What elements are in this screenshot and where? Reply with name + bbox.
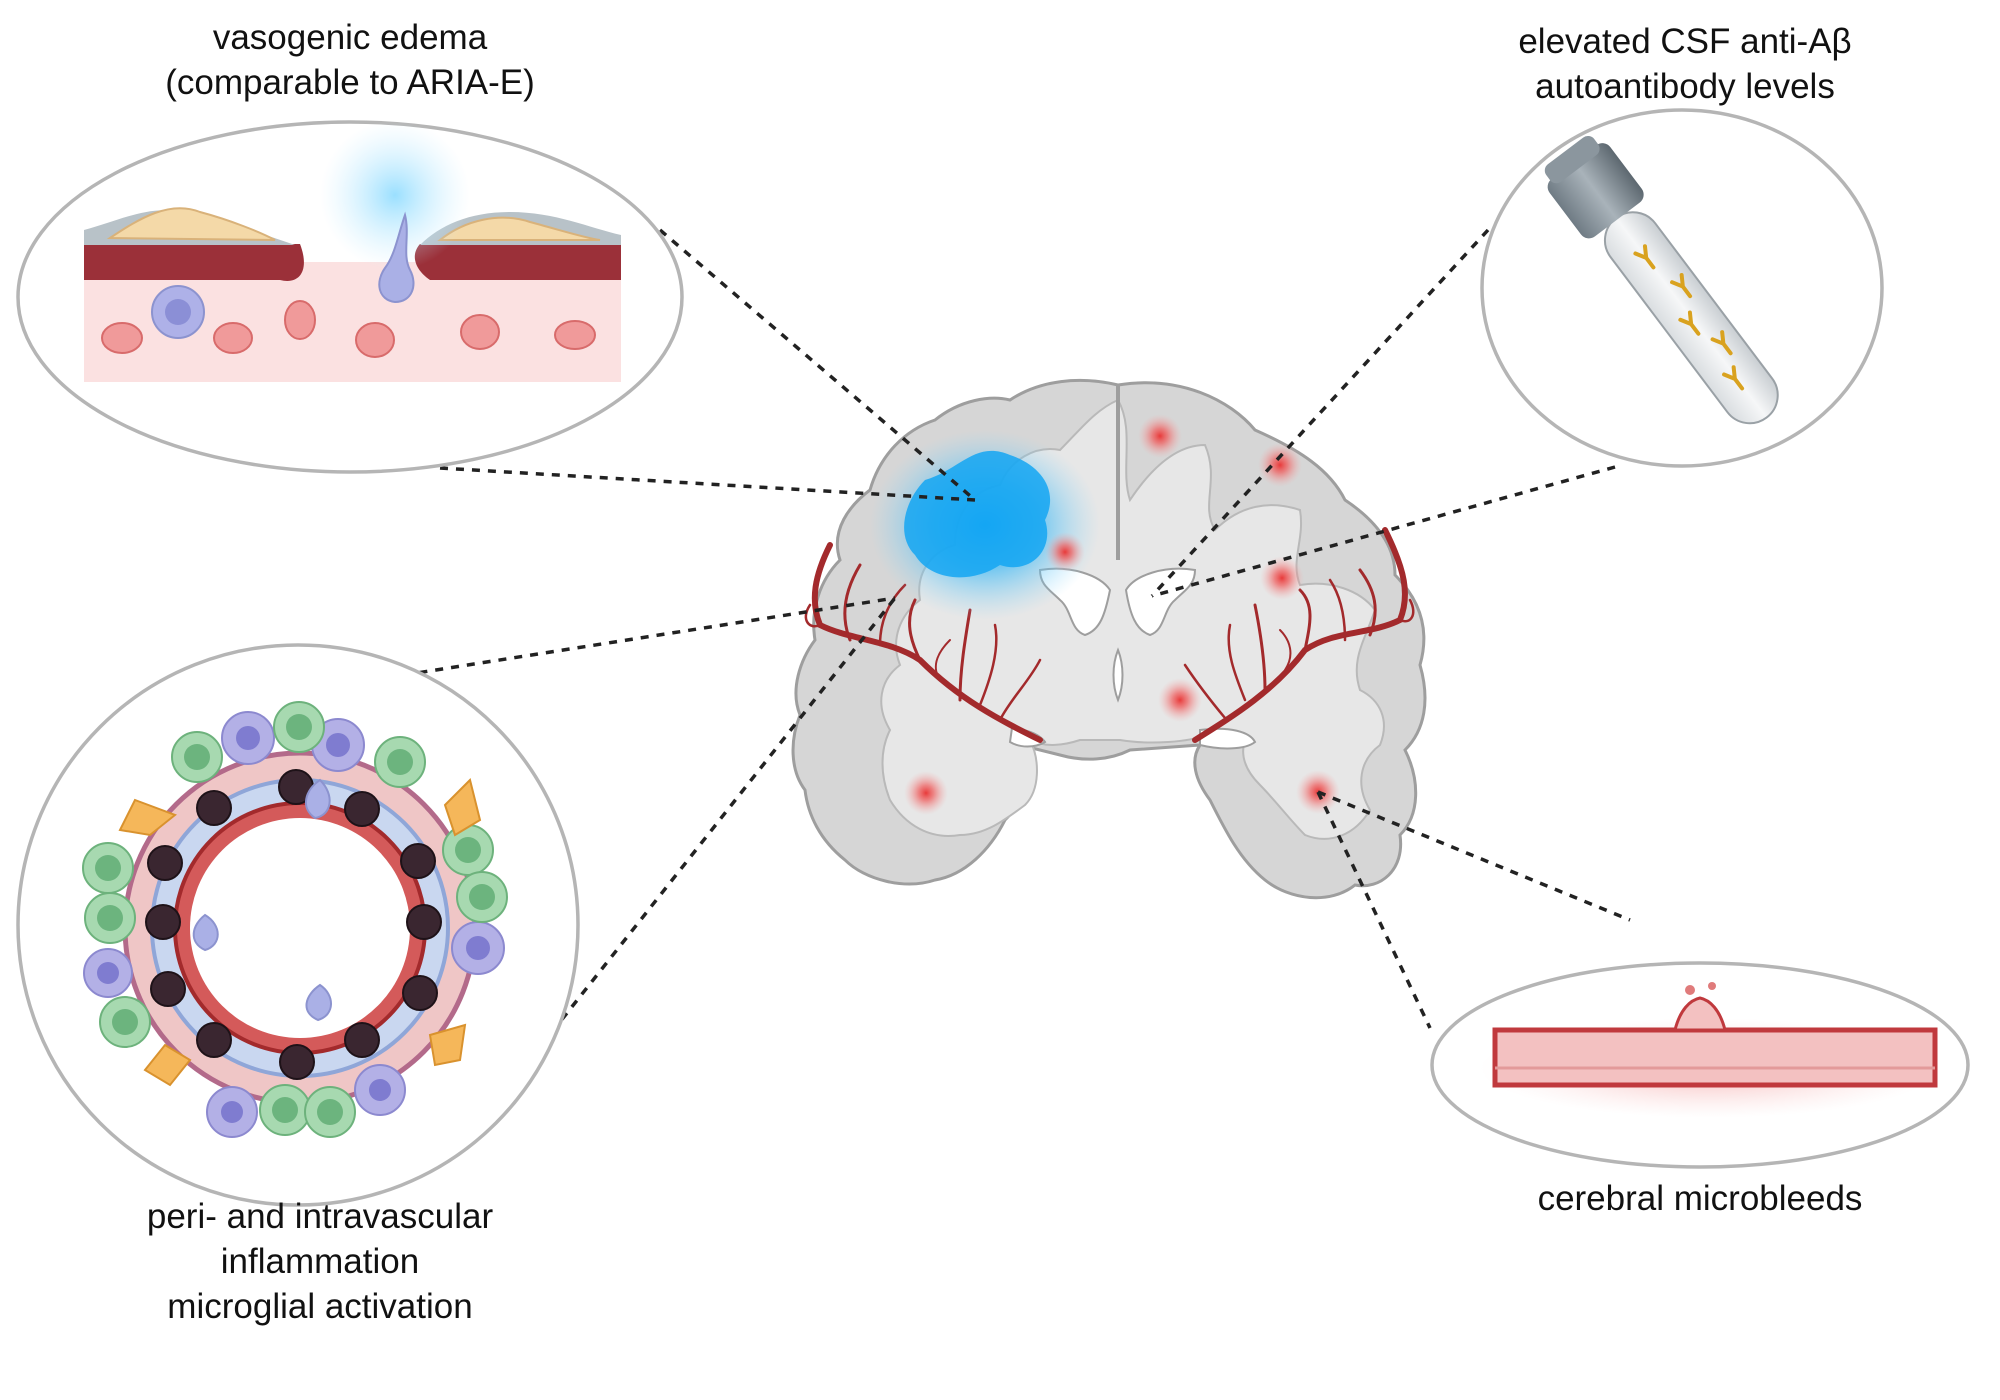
antibody-icon (1670, 272, 1693, 299)
label-line: microglial activation (167, 1286, 473, 1326)
leukocyte-nucleus (165, 299, 191, 325)
sylvian-fissure-right (1199, 727, 1257, 750)
label-cerebral-microbleeds: cerebral microbleeds (1450, 1177, 1950, 1222)
fluid-leak-droplet (305, 983, 332, 1022)
fluid-glow (320, 120, 470, 270)
label-line: elevated CSF anti-Aβ (1518, 22, 1852, 61)
lateral-ventricle-right (1124, 567, 1197, 637)
microbleed-spot (1258, 443, 1302, 487)
antibody-icon (1678, 310, 1701, 336)
blood-splatter (1685, 985, 1695, 995)
edema-core (904, 450, 1051, 578)
microbleed-spot (1260, 556, 1304, 600)
astrocyte-endfoot-right (437, 216, 601, 241)
microbleed-spot (1045, 532, 1085, 572)
red-blood-cell (213, 322, 253, 354)
csf-inset (1480, 108, 1884, 468)
antibody-icon (1633, 244, 1656, 270)
microbleed-spot (1138, 414, 1182, 458)
label-line: vasogenic edema (212, 18, 488, 57)
microbleeds-in-brain (904, 414, 1340, 815)
antibody-icons (1633, 244, 1745, 391)
label-line: (comparable to ARIA-E) (165, 62, 535, 102)
blood-splatter (1708, 982, 1716, 990)
red-blood-cell (460, 314, 500, 350)
label-line: peri- and intravascular (146, 1197, 494, 1236)
t-cell-nuclei (95, 714, 495, 1125)
label-line: cerebral microbleeds (1537, 1179, 1863, 1218)
vessel-lumen (190, 818, 410, 1038)
red-blood-cell (355, 322, 395, 358)
connector-edema-top (658, 228, 977, 502)
edema-inset (16, 120, 684, 474)
antibody-icon (1722, 365, 1745, 391)
red-blood-cell (284, 300, 316, 340)
vessel-segment (1492, 1027, 1938, 1088)
label-vasogenic-edema: vasogenic edema (comparable to ARIA-E) (75, 16, 625, 106)
vessel-wall-right (414, 244, 621, 280)
red-blood-cell (101, 322, 143, 354)
microbleed-spot (904, 771, 948, 815)
connector-microbleed-bottom (1316, 791, 1432, 1029)
label-line: inflammation (220, 1241, 420, 1281)
fluid-leak-droplet (378, 211, 415, 304)
antibody-icon (1710, 330, 1733, 356)
connector-lines (371, 228, 1631, 1034)
microglia-nuclei (97, 726, 490, 1123)
label-csf-autoantibodies: elevated CSF anti-Aβ autoantibody levels (1445, 20, 1925, 110)
astrocyte-endfoot-left (106, 207, 276, 241)
connector-inflammation-bottom (550, 596, 897, 1034)
inflammation-inset (16, 643, 580, 1207)
red-blood-cell (554, 320, 596, 350)
fluid-leak-droplet (305, 778, 331, 820)
connector-csf-top (1150, 228, 1490, 598)
vessel-rupture-icon (1673, 996, 1727, 1032)
tube-cap-top (1544, 135, 1600, 184)
amyloid-deposits (145, 769, 442, 1080)
vessel-wall-left (84, 244, 304, 281)
fluid-leak-droplet (192, 913, 219, 952)
cerebral-arteries-right (1183, 527, 1415, 743)
connector-csf-bottom (1151, 465, 1616, 598)
csf-sample-tube (1544, 135, 1779, 425)
microbleed-inset (1430, 961, 1970, 1169)
label-line: autoantibody levels (1535, 66, 1835, 106)
label-inflammation: peri- and intravascular inflammation mic… (40, 1195, 600, 1329)
microbleed-spot (1158, 678, 1202, 722)
brain-coronal-section (791, 378, 1427, 900)
third-ventricle (1112, 647, 1124, 703)
astrocytes (118, 778, 482, 1087)
